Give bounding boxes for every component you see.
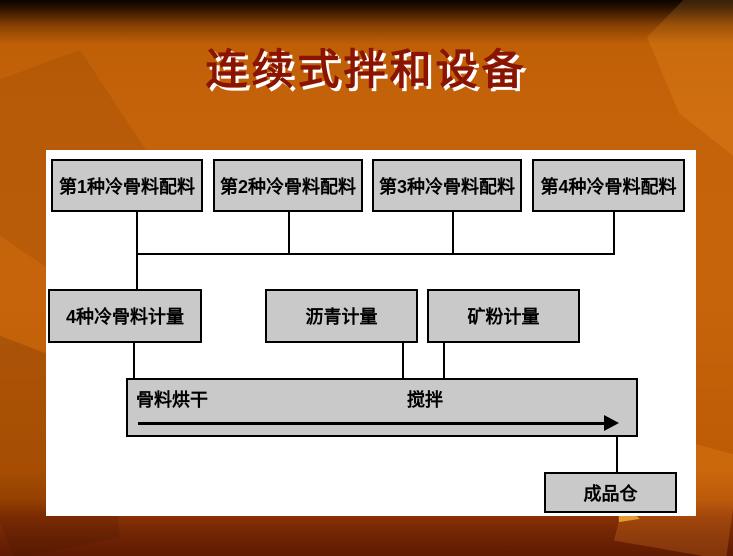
connector-bus-line bbox=[136, 253, 615, 255]
box-label: 矿粉计量 bbox=[467, 307, 540, 327]
box-label: 成品仓 bbox=[583, 483, 638, 504]
connector-batching-2-down bbox=[288, 212, 290, 255]
drying-label: 骨料烘干 bbox=[136, 390, 208, 410]
box-label: 第4种冷骨料配料 bbox=[540, 176, 677, 197]
box-label: 第2种冷骨料配料 bbox=[219, 176, 356, 197]
box-label: 沥青计量 bbox=[305, 307, 378, 327]
box-drying-mixing-bar: 骨料烘干 搅拌 bbox=[126, 378, 638, 437]
box-cold-aggregate-batching-2: 第2种冷骨料配料 bbox=[213, 159, 363, 212]
box-cold-aggregate-batching-3: 第3种冷骨料配料 bbox=[372, 159, 522, 212]
box-cold-aggregate-batching-1: 第1种冷骨料配料 bbox=[51, 159, 203, 212]
flow-arrow-line bbox=[138, 422, 606, 425]
box-asphalt-metering: 沥青计量 bbox=[265, 289, 418, 343]
slide-title: 连续式拌和设备 bbox=[205, 45, 528, 94]
box-label: 4种冷骨料计量 bbox=[65, 307, 184, 327]
connector-batching-3-down bbox=[452, 212, 454, 255]
diagram-panel: 第1种冷骨料配料 第2种冷骨料配料 第3种冷骨料配料 第4种冷骨料配料 4种冷骨… bbox=[46, 150, 696, 516]
mixing-label: 搅拌 bbox=[407, 390, 443, 410]
box-label: 第3种冷骨料配料 bbox=[378, 176, 515, 197]
connector-asphalt-metering-down bbox=[402, 343, 404, 378]
connector-bus-to-metering bbox=[136, 253, 138, 289]
box-cold-aggregate-metering: 4种冷骨料计量 bbox=[48, 289, 202, 343]
connector-aggregate-metering-down bbox=[133, 343, 135, 378]
connector-batching-4-down bbox=[613, 212, 615, 255]
box-finished-product-silo: 成品仓 bbox=[544, 472, 677, 513]
box-mineral-powder-metering: 矿粉计量 bbox=[427, 289, 580, 343]
box-label: 第1种冷骨料配料 bbox=[58, 176, 195, 197]
box-cold-aggregate-batching-4: 第4种冷骨料配料 bbox=[532, 159, 685, 212]
connector-mineral-metering-down bbox=[443, 343, 445, 378]
connector-batching-1-down bbox=[136, 212, 138, 255]
connector-mixer-to-silo bbox=[616, 437, 618, 472]
flow-arrow-head-icon bbox=[604, 415, 619, 431]
